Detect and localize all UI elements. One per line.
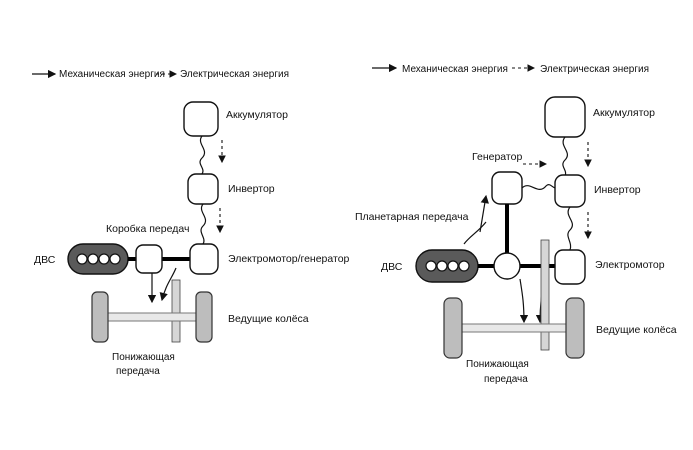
motor-to-axle-arrow	[159, 267, 177, 302]
planetary-gear	[493, 252, 521, 280]
inverter-box	[187, 173, 219, 205]
inverter-label: Инвертор	[228, 183, 275, 195]
inverter-label: Инвертор	[594, 184, 641, 196]
battery-label: Аккумулятор	[593, 107, 655, 119]
right-diagram: Механическая энергия Электрическая энерг…	[355, 63, 677, 385]
motor-generator-label: Электромотор/генератор	[228, 253, 350, 265]
reduction-label-line1: Понижающая	[466, 359, 529, 370]
generator-box	[491, 171, 523, 205]
wheels-label: Ведущие колёса	[228, 313, 309, 325]
planetary-to-generator-arrow	[479, 194, 489, 233]
drive-axle	[459, 323, 571, 333]
generator-label: Генератор	[472, 151, 522, 163]
left-legend: Механическая энергия Электрическая энерг…	[32, 69, 289, 80]
legend-mechanical-label: Механическая энергия	[59, 69, 165, 80]
reduction-label-line1: Понижающая	[112, 352, 175, 363]
left-wheel	[443, 297, 463, 359]
cylinder-icon	[76, 253, 88, 265]
cylinder-icon	[425, 260, 437, 272]
planetary-label: Планетарная передача	[355, 211, 469, 223]
legend-mechanical-label: Механическая энергия	[402, 64, 508, 75]
inverter-motor-wire	[200, 203, 207, 245]
left-wheel	[91, 291, 109, 343]
gearbox-label: Коробка передач	[106, 223, 189, 235]
cylinder-icon	[98, 253, 110, 265]
planetary-pointer	[463, 221, 487, 245]
motor-label: Электромотор	[595, 259, 665, 271]
cylinder-icon	[87, 253, 99, 265]
battery-box	[544, 96, 586, 138]
planetary-to-axle-arrow	[519, 278, 529, 324]
engine-label: ДВС	[34, 254, 56, 266]
inverter-box	[554, 174, 586, 208]
battery-box	[183, 101, 219, 137]
left-diagram: Механическая энергия Электрическая энерг…	[32, 69, 350, 377]
motor-generator-box	[189, 243, 219, 275]
cylinder-icon	[109, 253, 121, 265]
reduction-gear	[540, 239, 550, 351]
reduction-label-line2: передача	[116, 366, 160, 377]
cylinder-icon	[458, 260, 470, 272]
battery-label: Аккумулятор	[226, 109, 288, 121]
generator-inverter-wire	[521, 184, 557, 190]
cylinder-icon	[436, 260, 448, 272]
right-wheel	[565, 297, 585, 359]
right-legend: Механическая энергия Электрическая энерг…	[372, 63, 649, 75]
gearbox-box	[135, 244, 163, 274]
legend-electrical-label: Электрическая энергия	[180, 69, 289, 80]
motor-box	[554, 249, 586, 285]
right-wheel	[195, 291, 213, 343]
drive-axle	[105, 312, 201, 322]
cylinder-icon	[447, 260, 459, 272]
reduction-label-line2: передача	[484, 374, 528, 385]
reduction-gear	[171, 279, 181, 343]
engine-label: ДВС	[381, 261, 403, 273]
inverter-motor-wire	[567, 206, 573, 251]
battery-inverter-wire	[199, 135, 206, 175]
battery-inverter-wire	[562, 136, 568, 177]
legend-electrical-label: Электрическая энергия	[540, 64, 649, 75]
wheels-label: Ведущие колёса	[596, 324, 677, 336]
